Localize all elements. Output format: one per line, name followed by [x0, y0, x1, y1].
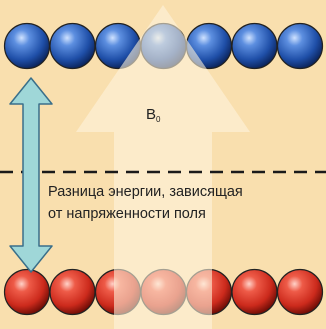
field-arrow [76, 5, 250, 329]
energy-difference-label: Разница энергии, зависящая от напряженно… [48, 181, 326, 225]
energy-gap-arrow [9, 77, 53, 273]
field-label-b0: B0 [146, 106, 161, 124]
spin-sphere-blue [3, 22, 51, 70]
energy-label-line1: Разница энергии, зависящая [48, 184, 243, 200]
spin-sphere-blue [231, 22, 278, 70]
spin-sphere-red [3, 268, 51, 316]
spin-sphere-red [231, 268, 278, 316]
energy-label-line2: от напряженности поля [48, 206, 206, 222]
spin-sphere-blue [276, 22, 324, 70]
spin-sphere-blue [49, 22, 96, 70]
spin-sphere-red [49, 268, 96, 316]
spin-sphere-red [276, 268, 324, 316]
